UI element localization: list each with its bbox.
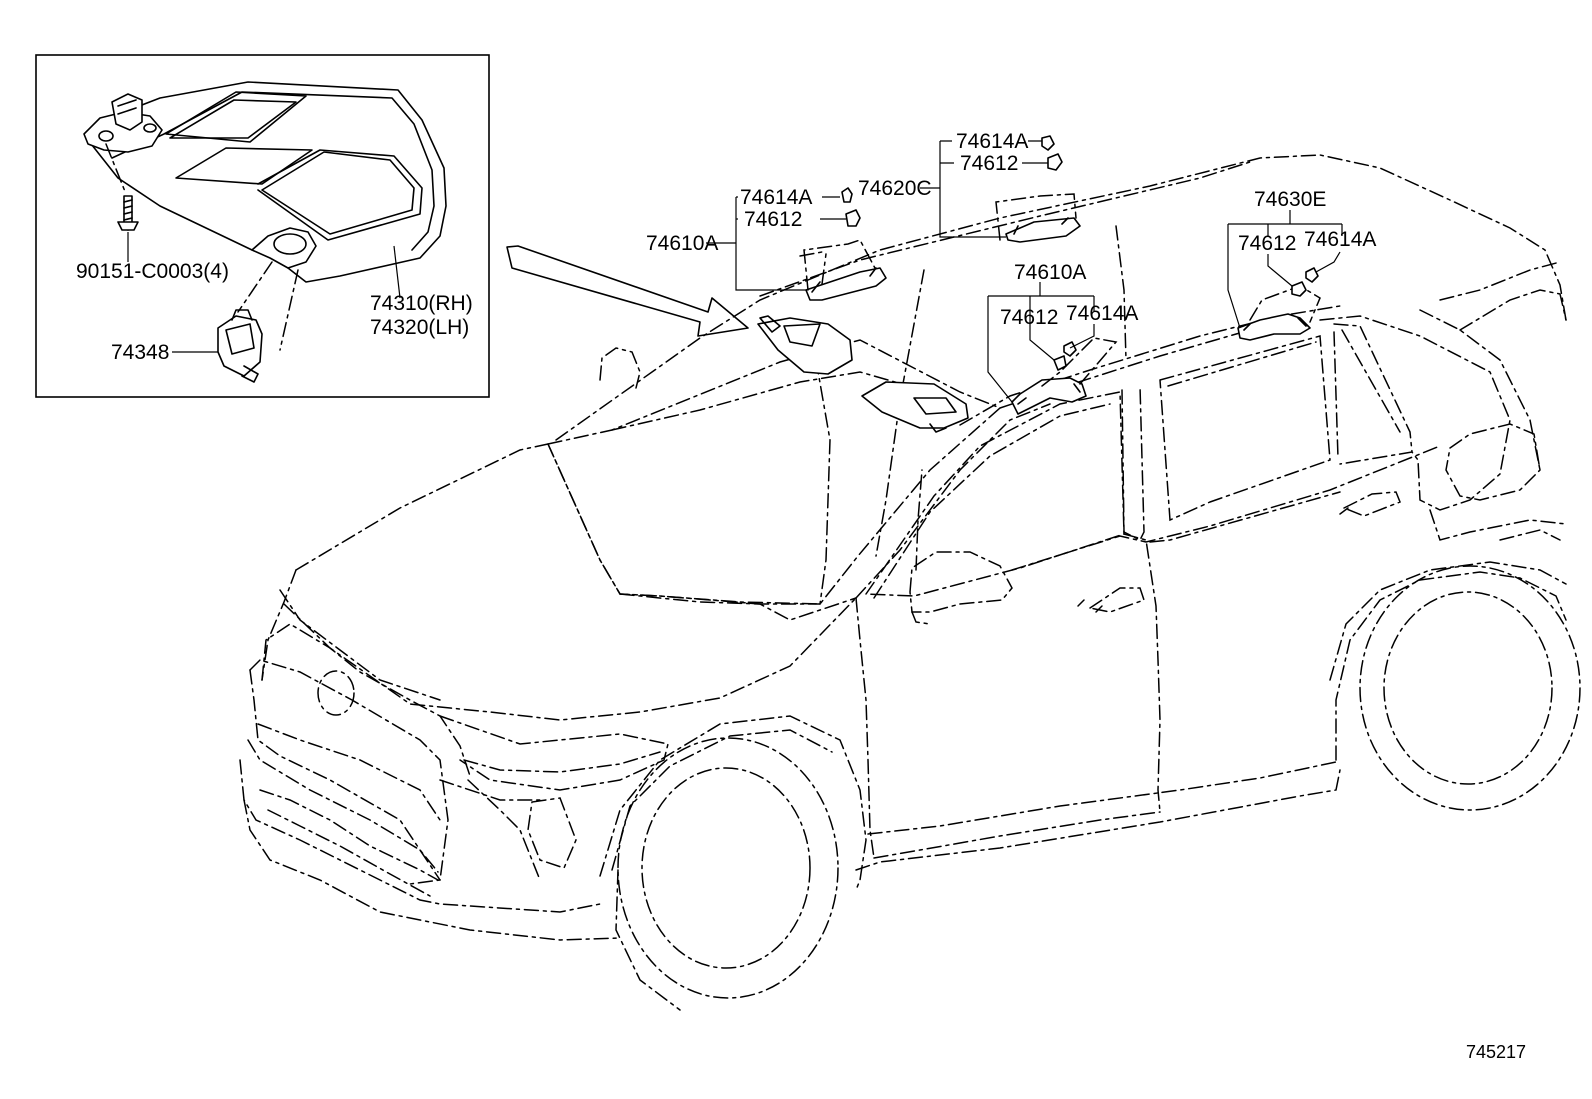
visor-holder-illustration bbox=[217, 309, 263, 383]
detail-pointer-arrow bbox=[506, 245, 749, 337]
holder-leader-dashed bbox=[237, 261, 299, 351]
sun-visor-illustration bbox=[83, 81, 447, 283]
callout-clip-c: 74612 bbox=[1000, 306, 1058, 329]
callout-cap-b: 74614A bbox=[956, 130, 1028, 153]
callout-grip-front-right: 74610A bbox=[1014, 261, 1086, 284]
callout-grip-front-left: 74610A bbox=[646, 232, 718, 255]
callout-visor-lh: 74320(LH) bbox=[370, 316, 469, 339]
figure-number: 745217 bbox=[1466, 1042, 1526, 1062]
sun-visor-right-on-vehicle bbox=[861, 381, 969, 433]
callout-clip-b: 74612 bbox=[960, 152, 1018, 175]
callout-grip-center: 74620C bbox=[858, 177, 932, 200]
sun-visor-detail-inset: 90151-C0003(4) 74310(RH) 74320(LH) 74348 bbox=[35, 54, 490, 398]
vehicle-outline bbox=[239, 154, 1581, 1011]
callout-visor-rh: 74310(RH) bbox=[370, 292, 473, 315]
assist-grip-center bbox=[995, 193, 1081, 243]
callout-cap-a: 74614A bbox=[740, 186, 812, 209]
callout-cap-c: 74614A bbox=[1066, 302, 1138, 325]
screw-illustration bbox=[117, 195, 139, 231]
callout-clip-d: 74612 bbox=[1238, 232, 1296, 255]
callout-screw: 90151-C0003(4) bbox=[76, 260, 229, 283]
leader-visor bbox=[393, 245, 401, 299]
callout-leaders bbox=[706, 140, 1343, 403]
callout-cap-d: 74614A bbox=[1304, 228, 1376, 251]
callout-grip-rear: 74630E bbox=[1254, 188, 1326, 211]
assist-grip-front-right bbox=[1011, 337, 1118, 415]
screw-leader-dashed bbox=[105, 143, 127, 195]
assist-grip-front-left bbox=[799, 239, 887, 301]
fastener-caps-and-clips bbox=[841, 135, 1319, 371]
sun-visor-left-on-vehicle bbox=[757, 315, 853, 375]
inset-frame bbox=[35, 54, 490, 398]
callout-clip-a: 74612 bbox=[744, 208, 802, 231]
assist-grip-rear bbox=[1237, 285, 1321, 341]
callout-holder: 74348 bbox=[111, 341, 169, 364]
